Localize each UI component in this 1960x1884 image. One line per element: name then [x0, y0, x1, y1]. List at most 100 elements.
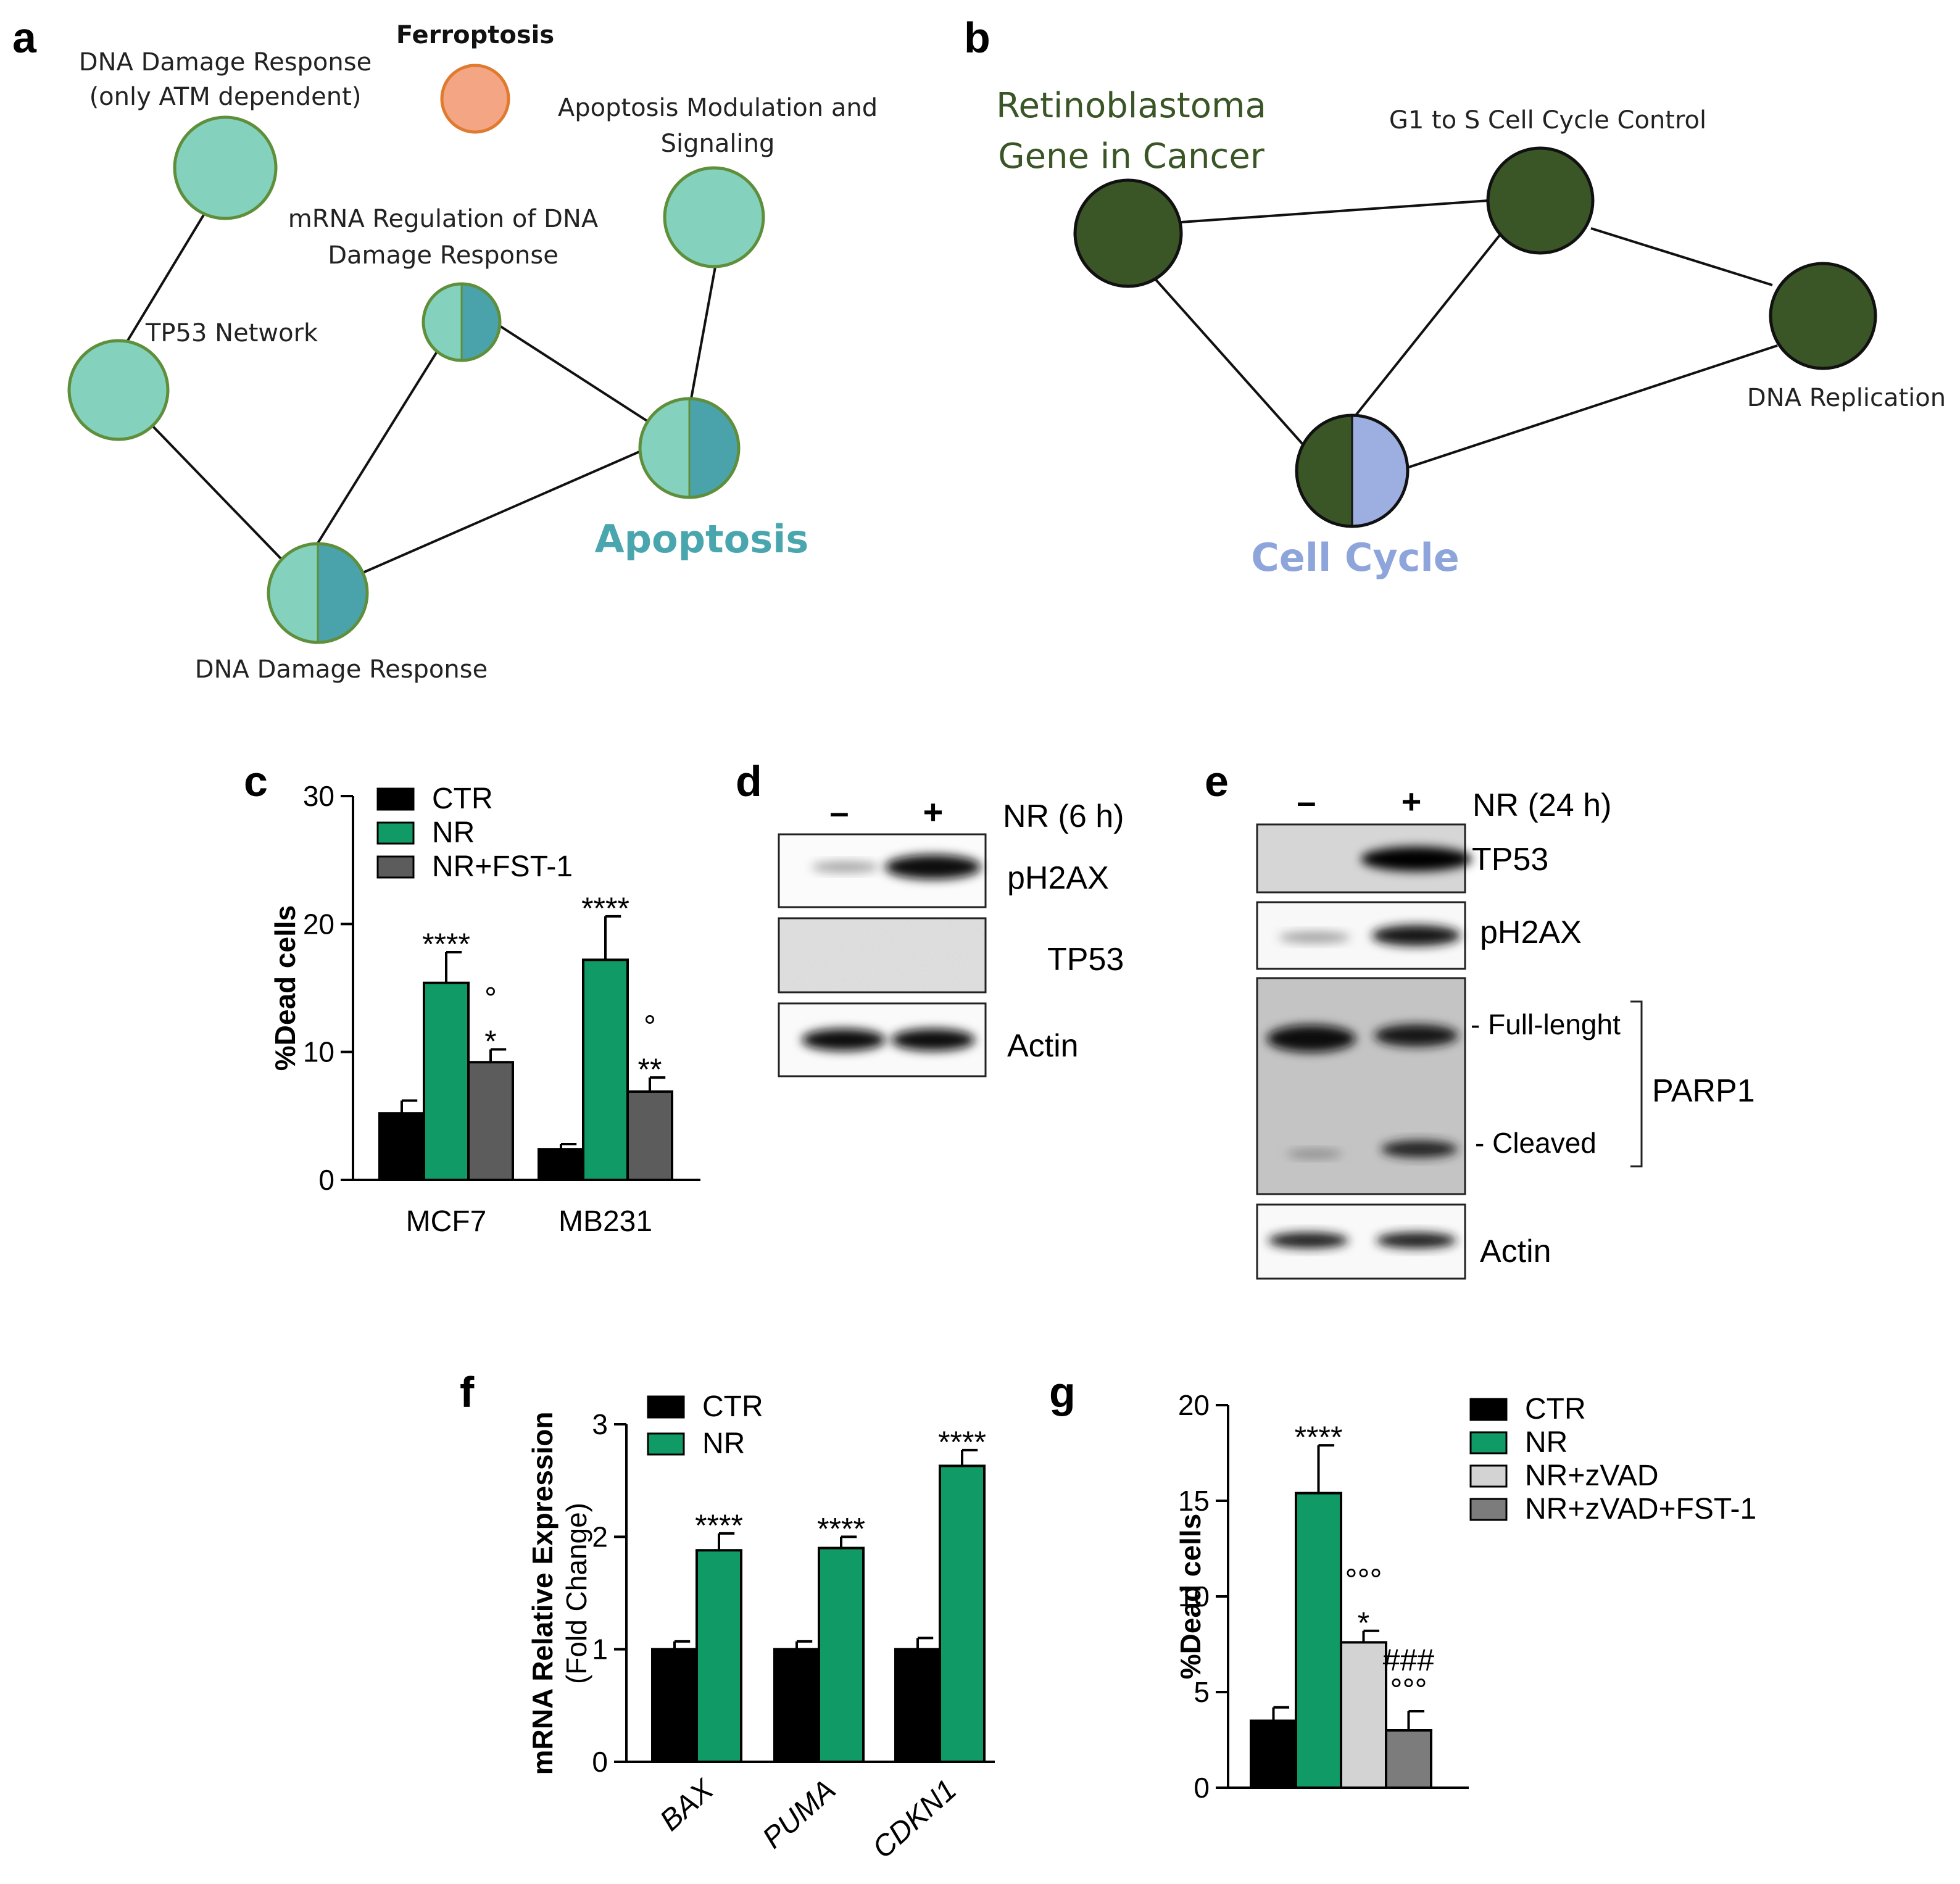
panel-label-d: d	[736, 757, 762, 805]
legend-swatch	[376, 787, 415, 811]
y-tick-label: 20	[1178, 1389, 1210, 1421]
label-retino-1: Retinoblastoma	[996, 86, 1266, 126]
category-label: MCF7	[406, 1205, 487, 1238]
node-ferroptosis	[440, 64, 510, 134]
panel-b: b Retinoblastoma Gene in Cancer G1 to S …	[964, 14, 1946, 580]
node-retinoblastoma	[1073, 178, 1183, 288]
significance-mark: ****	[817, 1511, 865, 1546]
y-tick-label: 0	[318, 1164, 334, 1196]
significance-mark: °°°	[1390, 1672, 1427, 1707]
y-tick-label: 3	[592, 1408, 608, 1440]
network-a-edges	[125, 212, 717, 574]
node-mrna-regulation	[421, 282, 502, 362]
significance-mark: ****	[581, 891, 629, 926]
blot-e-actin	[1256, 1203, 1466, 1280]
bar	[651, 1648, 698, 1764]
legend-swatch	[376, 855, 415, 879]
significance-mark: *	[484, 1024, 496, 1059]
significance-mark: ****	[422, 927, 470, 961]
node-apoptosis-modulation	[663, 166, 765, 268]
node-tp53-network	[67, 339, 170, 441]
node-dna-damage-response	[267, 542, 369, 644]
label-ferroptosis: Ferroptosis	[396, 21, 554, 49]
bar	[423, 981, 470, 1181]
d-band-ph2ax: pH2AX	[1007, 860, 1109, 896]
significance-mark: °°°	[1345, 1562, 1382, 1597]
node-cell-cycle	[1295, 413, 1410, 528]
d-plus: +	[923, 792, 944, 831]
y-axis-label: mRNA Relative Expression	[526, 1412, 559, 1775]
legend-swatch	[1469, 1498, 1508, 1521]
parp1-bracket	[1630, 1000, 1643, 1168]
category-label: MB231	[559, 1205, 652, 1238]
node-apoptosis	[638, 397, 741, 499]
significance-mark: ****	[1295, 1420, 1343, 1454]
label-mrna-reg-2: Damage Response	[328, 241, 559, 270]
label-dna-replication: DNA Replication	[1747, 384, 1946, 412]
significance-mark: *	[1358, 1606, 1369, 1640]
blot-e-parp1	[1256, 977, 1466, 1195]
e-treatment: NR (24 h)	[1472, 787, 1611, 823]
label-dna-damage-response: DNA Damage Response	[195, 655, 488, 684]
bar	[1295, 1492, 1342, 1790]
d-band-tp53: TP53	[1047, 942, 1124, 977]
y-tick-label: 2	[592, 1521, 608, 1553]
legend-label: CTR	[432, 782, 493, 815]
category-label: BAX	[654, 1772, 721, 1837]
y-tick-label: 20	[303, 908, 334, 940]
legend-label: NR	[1525, 1426, 1568, 1459]
legend-swatch	[1469, 1431, 1508, 1454]
label-dna-damage-atm-1: DNA Damage Response	[79, 48, 372, 77]
label-dna-damage-atm-2: (only ATM dependent)	[89, 83, 362, 111]
e-band-cleaved: - Cleaved	[1475, 1127, 1597, 1159]
y-tick-label: 10	[303, 1036, 334, 1068]
legend-label: CTR	[702, 1390, 763, 1423]
bar	[626, 1090, 673, 1181]
bar	[378, 1112, 425, 1181]
bar	[696, 1549, 742, 1764]
panel-a: a	[12, 14, 878, 684]
legend-swatch	[376, 821, 415, 845]
y-axis-label: %Dead cells	[269, 905, 301, 1071]
y-tick-label: 30	[303, 780, 334, 812]
d-band-actin: Actin	[1007, 1028, 1079, 1064]
d-treatment: NR (6 h)	[1003, 799, 1124, 834]
label-g1-to-s: G1 to S Cell Cycle Control	[1389, 106, 1706, 135]
blot-d-actin	[778, 1002, 987, 1077]
legend-swatch	[1469, 1398, 1508, 1421]
e-plus: +	[1401, 782, 1422, 821]
bar	[538, 1148, 584, 1181]
bar	[1340, 1641, 1387, 1789]
category-label: CDKN1	[866, 1774, 963, 1865]
e-band-ph2ax: pH2AX	[1480, 915, 1582, 950]
bar	[939, 1464, 986, 1764]
y-tick-label: 0	[592, 1746, 608, 1778]
panel-label-f: f	[460, 1368, 475, 1416]
e-band-parp1: PARP1	[1652, 1073, 1755, 1109]
network-b-edges	[1153, 199, 1778, 469]
d-minus: –	[829, 792, 849, 831]
node-g1-to-s	[1486, 146, 1595, 255]
blot-d-tp53	[778, 917, 987, 994]
legend-label: NR	[702, 1427, 745, 1460]
bar	[467, 1061, 514, 1181]
panel-label-b: b	[964, 14, 990, 62]
panel-d: d – + NR (6 h) pH2AX TP53 Actin	[736, 757, 1124, 1077]
label-apoptosis-mod-1: Apoptosis Modulation and	[558, 94, 878, 122]
panel-e: e – + NR (24 h) TP53 pH2AX - Full-lenght	[1205, 757, 1755, 1280]
bar	[773, 1648, 820, 1764]
legend-label: NR	[432, 816, 475, 849]
e-band-full-length: - Full-lenght	[1471, 1008, 1621, 1040]
label-apoptosis-mod-2: Signaling	[661, 130, 775, 158]
blot-e-ph2ax	[1256, 901, 1466, 970]
e-band-actin: Actin	[1480, 1234, 1551, 1269]
legend-label: CTR	[1525, 1393, 1586, 1425]
legend-label: NR+zVAD+FST-1	[1525, 1493, 1756, 1525]
panel-label-e: e	[1205, 757, 1229, 805]
panel-label-g: g	[1049, 1368, 1076, 1416]
